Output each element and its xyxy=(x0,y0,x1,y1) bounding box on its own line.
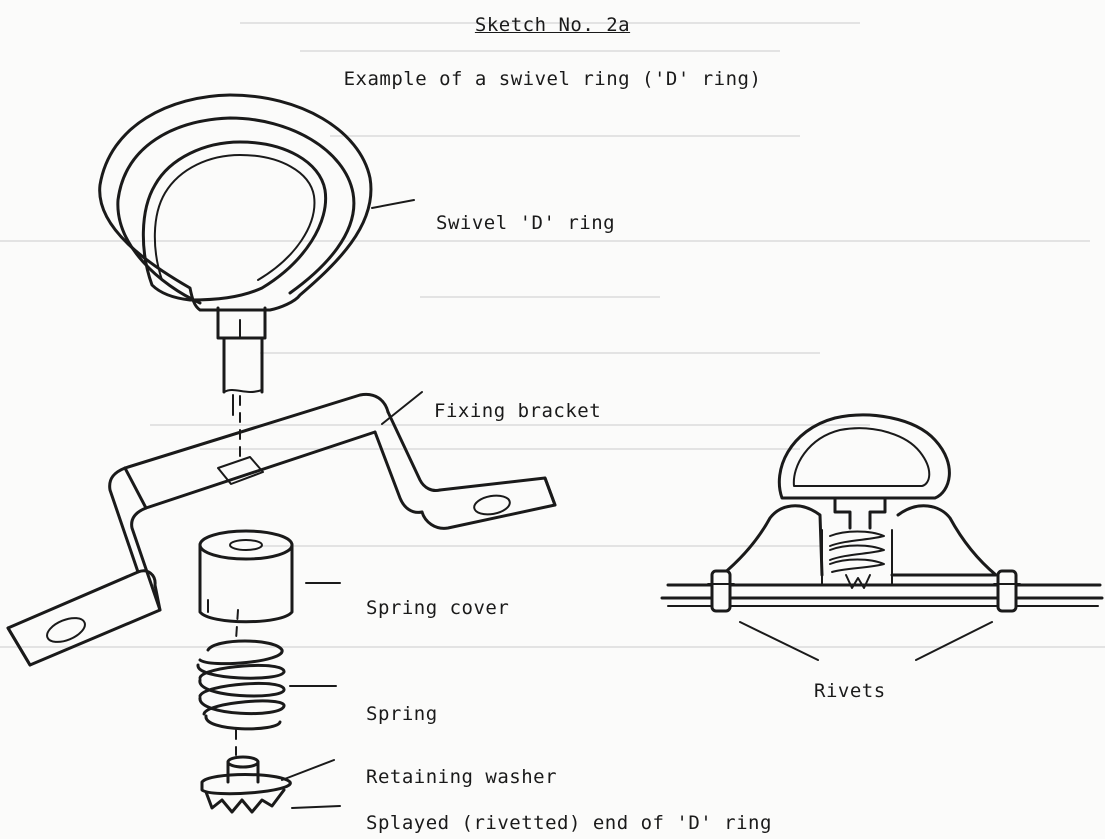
d-ring-cross-section xyxy=(660,413,1104,661)
showthrough-line xyxy=(0,646,1105,648)
spring xyxy=(196,639,286,731)
showthrough-line xyxy=(200,448,800,450)
label-retaining-washer: Retaining washer xyxy=(366,766,558,788)
showthrough-line xyxy=(300,50,780,52)
leader-line xyxy=(381,391,423,425)
swivel-d-ring xyxy=(98,93,373,416)
label-fixing-bracket: Fixing bracket xyxy=(434,400,602,422)
showthrough-line xyxy=(260,545,820,547)
label-swivel-d-ring: Swivel 'D' ring xyxy=(436,212,616,234)
sketch-subtitle: Example of a swivel ring ('D' ring) xyxy=(343,68,762,90)
label-splayed-end: Splayed (rivetted) end of 'D' ring xyxy=(366,812,772,834)
label-spring-cover: Spring cover xyxy=(366,597,510,619)
showthrough-line xyxy=(150,424,870,426)
showthrough-line xyxy=(240,22,860,24)
center-line xyxy=(235,609,239,641)
showthrough-line xyxy=(260,352,820,354)
label-spring: Spring xyxy=(366,703,438,725)
showthrough-line xyxy=(0,240,1090,242)
showthrough-line xyxy=(330,135,800,137)
fixing-bracket xyxy=(6,392,557,667)
label-rivets: Rivets xyxy=(814,680,886,702)
leader-line xyxy=(291,805,341,809)
leader-line xyxy=(371,199,415,209)
sketch-title: Sketch No. 2a xyxy=(474,14,631,36)
leader-line xyxy=(281,759,335,781)
showthrough-line xyxy=(420,296,660,298)
retaining-washer xyxy=(200,755,292,814)
spring-cover xyxy=(198,529,294,624)
